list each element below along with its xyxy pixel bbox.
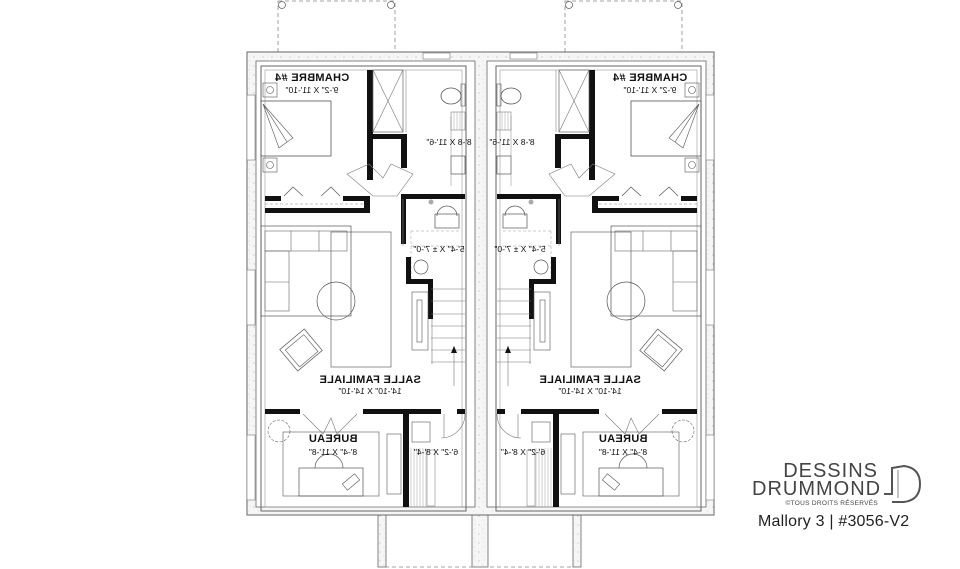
- room-title-chambre-left: CHAMBRE #4: [274, 72, 349, 84]
- model-label: Mallory 3 | #3056-V2: [758, 513, 910, 530]
- room-title-salle-right: SALLE FAMILIALE: [539, 374, 641, 386]
- foundation-walls: [246, 51, 715, 516]
- brand-line-1: DESSINS: [783, 460, 878, 482]
- bottom-porch: [377, 514, 582, 568]
- room-size-bath-right: 8'-8 X 11'-6": [489, 137, 534, 147]
- room-size-bath-left: 8'-8 X 11'-6": [426, 137, 471, 147]
- room-size-chambre-left: 9'-2" X 11'-10": [285, 85, 338, 95]
- room-size-salle-right: 14'-10" X 14'-10": [558, 386, 621, 396]
- room-size-laundry-left: 5'-4" X ± 7'-0": [413, 244, 464, 254]
- room-size-chambre-right: 9'-2" X 11'-10": [623, 85, 676, 95]
- room-title-chambre-right: CHAMBRE #4: [612, 72, 687, 84]
- labels-right: CHAMBRE #4 9'-2" X 11'-10" 8'-8 X 11'-6"…: [489, 72, 687, 457]
- room-size-storage-left: 6'-2" X 8'-4": [414, 447, 458, 457]
- room-size-bureau-left: 8'-4" X 11'-8": [309, 447, 357, 457]
- room-size-laundry-right: 5'-4" X ± 7'-0": [494, 244, 545, 254]
- labels-left: CHAMBRE #4 9'-2" X 11'-10" 8'-8 X 11'-6"…: [274, 72, 471, 457]
- room-size-storage-right: 6'-2" X 8'-4": [501, 447, 545, 457]
- room-title-salle-left: SALLE FAMILIALE: [319, 374, 421, 386]
- brand-copyright: ©TOUS DROITS RÉSERVÉS: [785, 500, 878, 507]
- top-porch-right: [564, 0, 683, 54]
- drummond-logo-icon: [884, 464, 922, 503]
- top-porch-left: [277, 0, 396, 54]
- brand-line-2: DRUMMOND: [752, 478, 882, 500]
- room-title-bureau-left: BUREAU: [309, 433, 358, 445]
- room-size-bureau-right: 8'-4" X 11'-8": [599, 447, 647, 457]
- room-title-bureau-right: BUREAU: [599, 433, 648, 445]
- brand-block: DESSINS DRUMMOND ©TOUS DROITS RÉSERVÉS M…: [752, 460, 922, 531]
- room-size-salle-left: 14'-10" X 14'-10": [338, 386, 401, 396]
